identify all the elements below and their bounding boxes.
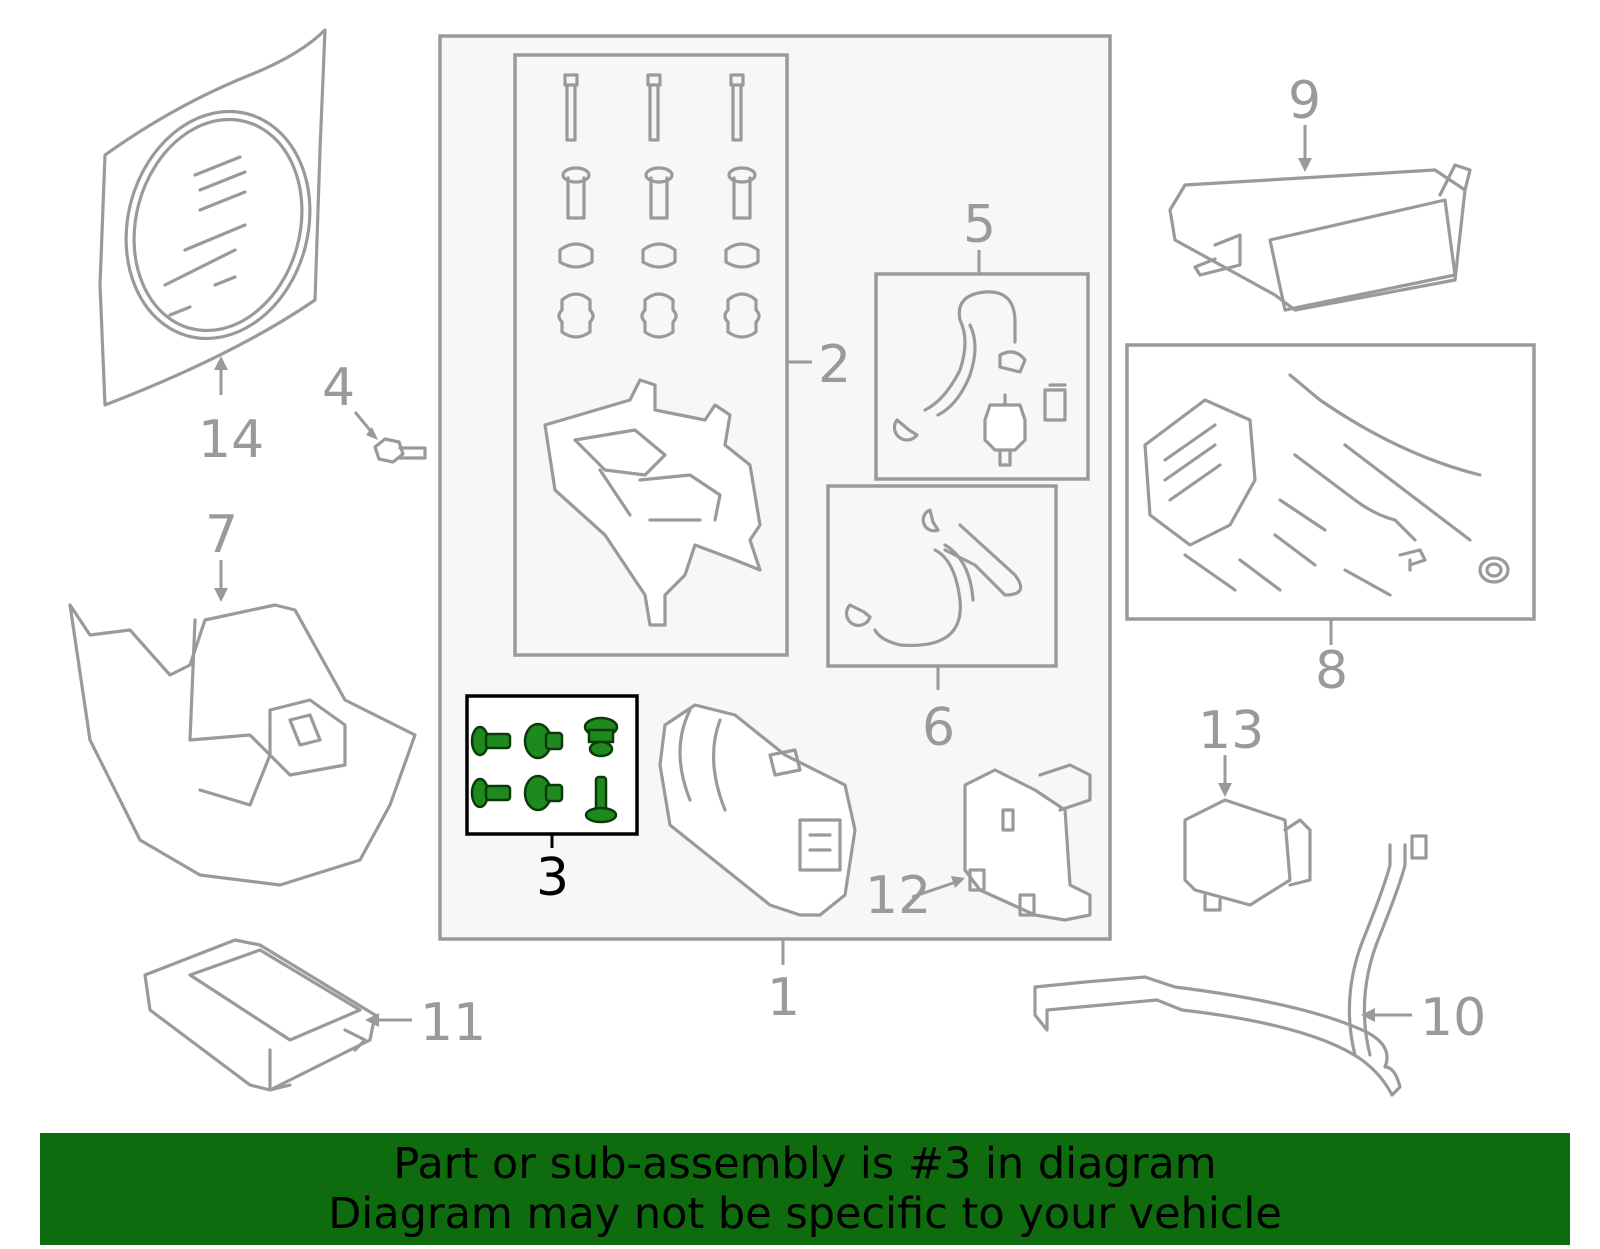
green-bolt-icon (470, 777, 512, 809)
part-12-module (911, 763, 1092, 922)
callout-2: 2 (818, 335, 851, 395)
grommet-icon (557, 292, 761, 339)
compressor-icon (658, 703, 857, 917)
callout-11: 11 (420, 993, 486, 1053)
callout-10: 10 (1420, 988, 1486, 1048)
banner-line-2: Diagram may not be specific to your vehi… (328, 1189, 1282, 1239)
part-13-sensor (1183, 755, 1312, 912)
green-grommet-icon (523, 722, 564, 760)
callout-8: 8 (1315, 641, 1348, 701)
part-14-hose-kit (98, 28, 327, 407)
callout-9: 9 (1288, 71, 1321, 131)
green-grommet-icon (523, 774, 564, 812)
part-6-hose-clip (826, 484, 1058, 690)
callout-12: 12 (865, 866, 931, 926)
green-bolt-icon (470, 725, 512, 757)
part-4-bolt (353, 411, 427, 464)
bracket-icon (543, 378, 762, 627)
callout-6: 6 (922, 698, 955, 758)
callout-14: 14 (198, 410, 264, 470)
callout-7: 7 (205, 505, 238, 565)
washer-icon (558, 242, 760, 269)
callout-5: 5 (963, 195, 996, 255)
part-10-air-line (1033, 834, 1428, 1097)
pin-icon (561, 166, 757, 220)
part-5-hose-valve (874, 250, 1090, 481)
bolt-icon (563, 73, 745, 142)
green-clip-icon (583, 716, 619, 758)
part-8-valve-kit (1125, 343, 1536, 645)
highlight-banner: Part or sub-assembly is #3 in diagram Di… (40, 1133, 1570, 1245)
callout-13: 13 (1198, 701, 1264, 761)
part-7-shield (68, 560, 417, 887)
part-9-tank (1168, 125, 1472, 312)
callout-1: 1 (767, 968, 800, 1028)
part-2-hardware-bracket (513, 53, 812, 657)
callout-4: 4 (322, 358, 355, 418)
green-pin-icon (584, 775, 618, 824)
callout-3: 3 (536, 848, 569, 908)
part-11-control-module (143, 938, 412, 1092)
banner-line-1: Part or sub-assembly is #3 in diagram (393, 1139, 1217, 1189)
part-3-highlighted-kit (465, 694, 639, 848)
